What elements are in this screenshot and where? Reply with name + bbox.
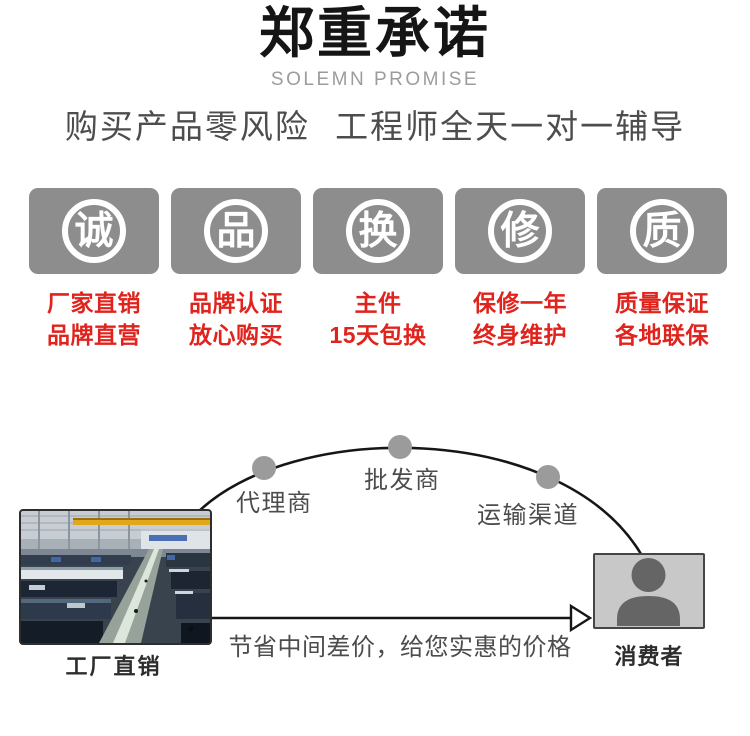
badge-caption-line1: 主件 bbox=[354, 290, 402, 316]
badge-character: 修 bbox=[500, 209, 540, 253]
badge-column-brand: 品 品牌认证 放心购买 bbox=[171, 188, 301, 351]
badge-column-exchange: 换 主件 15天包换 bbox=[313, 188, 443, 351]
badge-caption: 主件 15天包换 bbox=[329, 287, 426, 351]
badge-caption-line1: 保修一年 bbox=[473, 290, 567, 316]
arc-node-label-agent: 代理商 bbox=[236, 490, 313, 517]
badge-caption: 品牌认证 放心购买 bbox=[189, 287, 283, 351]
badge-tile: 诚 bbox=[29, 188, 159, 274]
seal-circle-icon: 修 bbox=[488, 199, 552, 263]
savings-arrow-text: 节省中间差价，给您实惠的价格 bbox=[228, 634, 572, 661]
badge-tile: 质 bbox=[597, 188, 727, 274]
seal-circle-icon: 品 bbox=[204, 199, 268, 263]
badge-character: 品 bbox=[216, 209, 256, 253]
seal-circle-icon: 诚 bbox=[62, 199, 126, 263]
tagline: 购买产品零风险 工程师全天一对一辅导 bbox=[64, 108, 686, 145]
consumer-card bbox=[593, 553, 705, 629]
badge-column-quality: 质 质量保证 各地联保 bbox=[597, 188, 727, 351]
consumer-label: 消费者 bbox=[614, 644, 684, 669]
badge-caption: 厂家直销 品牌直营 bbox=[47, 287, 141, 351]
factory-image-art bbox=[21, 511, 210, 643]
arc-node-dot bbox=[536, 465, 560, 489]
badge-caption: 质量保证 各地联保 bbox=[615, 287, 709, 351]
badge-character: 换 bbox=[358, 209, 398, 253]
guarantee-badges-row: 诚 厂家直销 品牌直营 品 品牌认证 放心购买 换 bbox=[29, 188, 727, 351]
badge-column-integrity: 诚 厂家直销 品牌直营 bbox=[29, 188, 159, 351]
badge-caption-line1: 品牌认证 bbox=[189, 290, 283, 316]
person-icon bbox=[617, 558, 680, 626]
badge-caption: 保修一年 终身维护 bbox=[473, 287, 567, 351]
badge-character: 质 bbox=[642, 209, 682, 253]
badge-caption-line2: 终身维护 bbox=[473, 322, 567, 348]
page-subtitle-en: SOLEMN PROMISE bbox=[270, 69, 480, 90]
badge-caption-line2: 放心购买 bbox=[189, 322, 283, 348]
arc-node-dot bbox=[252, 456, 276, 480]
badge-tile: 品 bbox=[171, 188, 301, 274]
badge-caption-line1: 质量保证 bbox=[615, 290, 709, 316]
arc-node-label-transport: 运输渠道 bbox=[477, 502, 579, 529]
arc-node-label-wholesaler: 批发商 bbox=[364, 467, 441, 494]
seal-circle-icon: 换 bbox=[346, 199, 410, 263]
page-title: 郑重承诺 bbox=[258, 2, 491, 64]
factory-photo bbox=[19, 509, 212, 645]
badge-column-repair: 修 保修一年 终身维护 bbox=[455, 188, 585, 351]
badge-character: 诚 bbox=[74, 209, 114, 253]
badge-caption-line2: 品牌直营 bbox=[47, 322, 141, 348]
badge-caption-line2: 各地联保 bbox=[615, 322, 709, 348]
badge-caption-line2: 15天包换 bbox=[329, 322, 427, 348]
factory-label: 工厂直销 bbox=[65, 654, 162, 679]
badge-tile: 修 bbox=[455, 188, 585, 274]
seal-circle-icon: 质 bbox=[630, 199, 694, 263]
badge-tile: 换 bbox=[313, 188, 443, 274]
badge-caption-line1: 厂家直销 bbox=[47, 290, 141, 316]
arc-node-dot bbox=[388, 435, 412, 459]
